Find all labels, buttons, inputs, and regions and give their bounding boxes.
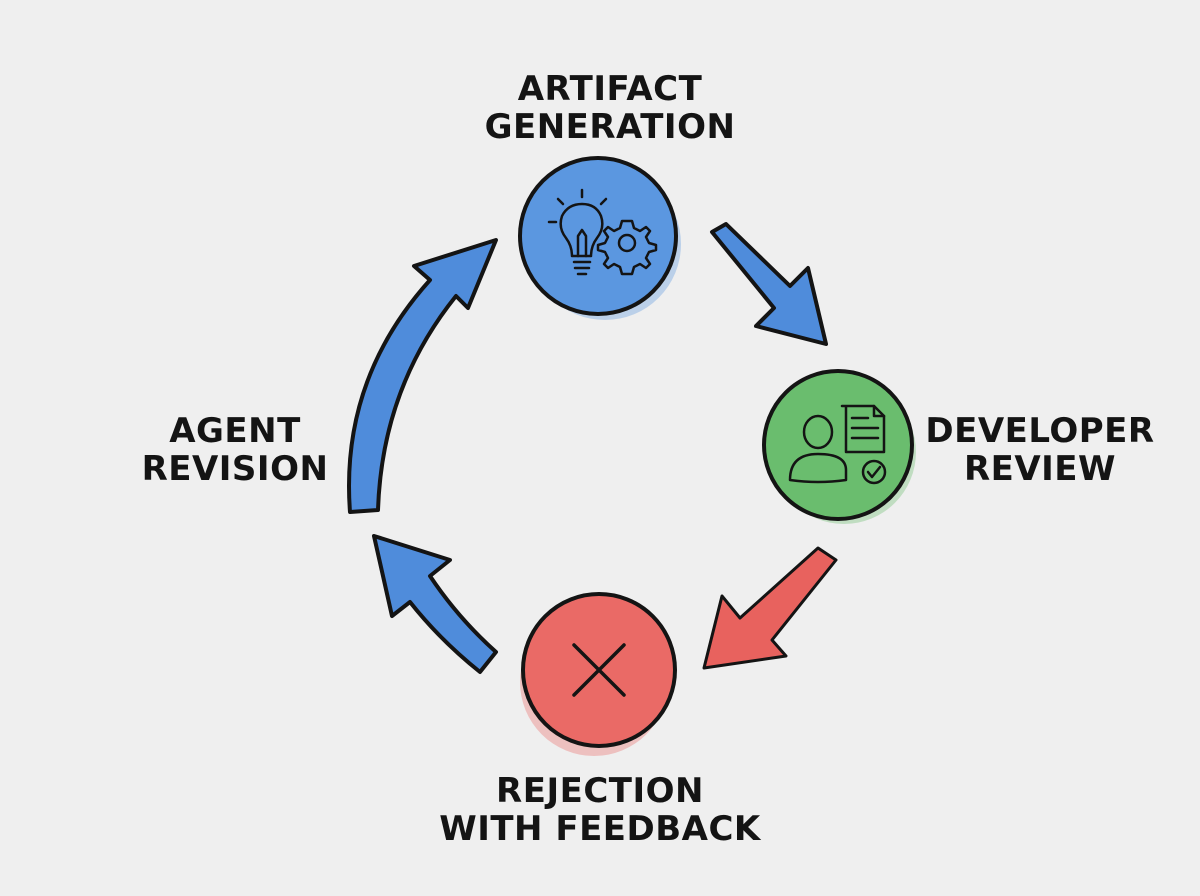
label-line: ARTIFACT: [517, 69, 703, 109]
arrow-rejection-to-revision: [372, 534, 498, 674]
lightbulb-gear-icon: [547, 188, 658, 276]
label-artifact-generation: ARTIFACT GENERATION: [440, 70, 780, 146]
label-line: REVISION: [141, 449, 329, 489]
label-line: AGENT: [169, 411, 301, 451]
arrow-generation-to-review: [710, 222, 828, 346]
label-developer-review: DEVELOPER REVIEW: [920, 412, 1160, 488]
label-line: REJECTION: [496, 771, 704, 811]
node-generation: [518, 156, 681, 320]
label-line: REVIEW: [963, 449, 1117, 489]
node-rejection: [520, 592, 677, 756]
label-rejection-with-feedback: REJECTION WITH FEEDBACK: [420, 772, 780, 848]
label-line: DEVELOPER: [925, 411, 1155, 451]
arrow-revision-to-generation: [347, 238, 498, 514]
label-line: GENERATION: [484, 107, 736, 147]
person-document-check-icon: [788, 404, 887, 485]
label-agent-revision: AGENT REVISION: [130, 412, 340, 488]
label-line: WITH FEEDBACK: [439, 809, 761, 849]
node-review: [762, 369, 916, 524]
arrow-review-to-rejection: [702, 546, 838, 670]
cross-icon: [572, 643, 626, 697]
